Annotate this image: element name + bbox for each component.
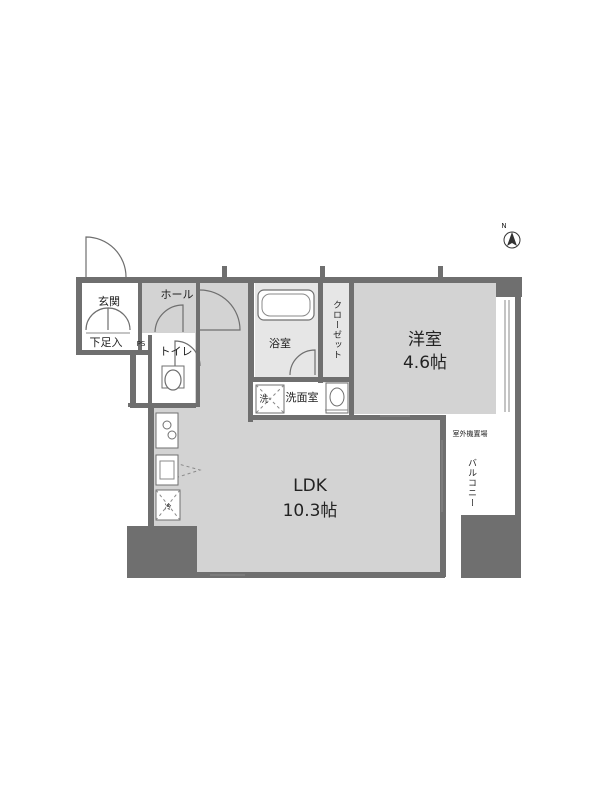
windows xyxy=(210,300,510,576)
toilet-label: トイレ xyxy=(160,345,193,358)
western-room-label: 洋室 xyxy=(408,330,442,350)
room-fills xyxy=(138,283,496,578)
washroom-label: 洗面室 xyxy=(286,390,319,404)
doors xyxy=(85,236,316,479)
ldk-size-label: 10.3帖 xyxy=(283,501,338,521)
genkan-label: 玄関 xyxy=(98,294,120,308)
closet-label: クローゼット xyxy=(331,300,342,360)
ac-unit-label: 室外機置場 xyxy=(453,429,488,438)
wash-label: 洗 xyxy=(259,393,268,405)
hall-label: ホール xyxy=(161,288,194,301)
western-room-size-label: 4.6帖 xyxy=(403,353,447,373)
compass-n-label: N xyxy=(501,222,506,230)
walls xyxy=(76,266,522,578)
shoe-box-label: 下足入 xyxy=(90,336,123,349)
ps-label: PS xyxy=(137,340,146,348)
balcony-label: バルコニー xyxy=(466,458,477,508)
ldk-label: LDK xyxy=(293,476,328,496)
bath-label: 浴室 xyxy=(269,336,291,350)
room-labels: 玄関 ホール 下足入 PS トイレ 浴室 クローゼット 洗面室 洗 洋室 4.6… xyxy=(90,288,488,521)
sink-icon xyxy=(155,454,179,486)
stove-icon xyxy=(155,412,179,449)
bathtub-icon xyxy=(257,289,315,321)
washbasin-icon xyxy=(325,382,349,414)
compass: N xyxy=(501,222,521,249)
fridge-label: 冷 xyxy=(165,502,172,511)
fixtures xyxy=(86,289,349,521)
